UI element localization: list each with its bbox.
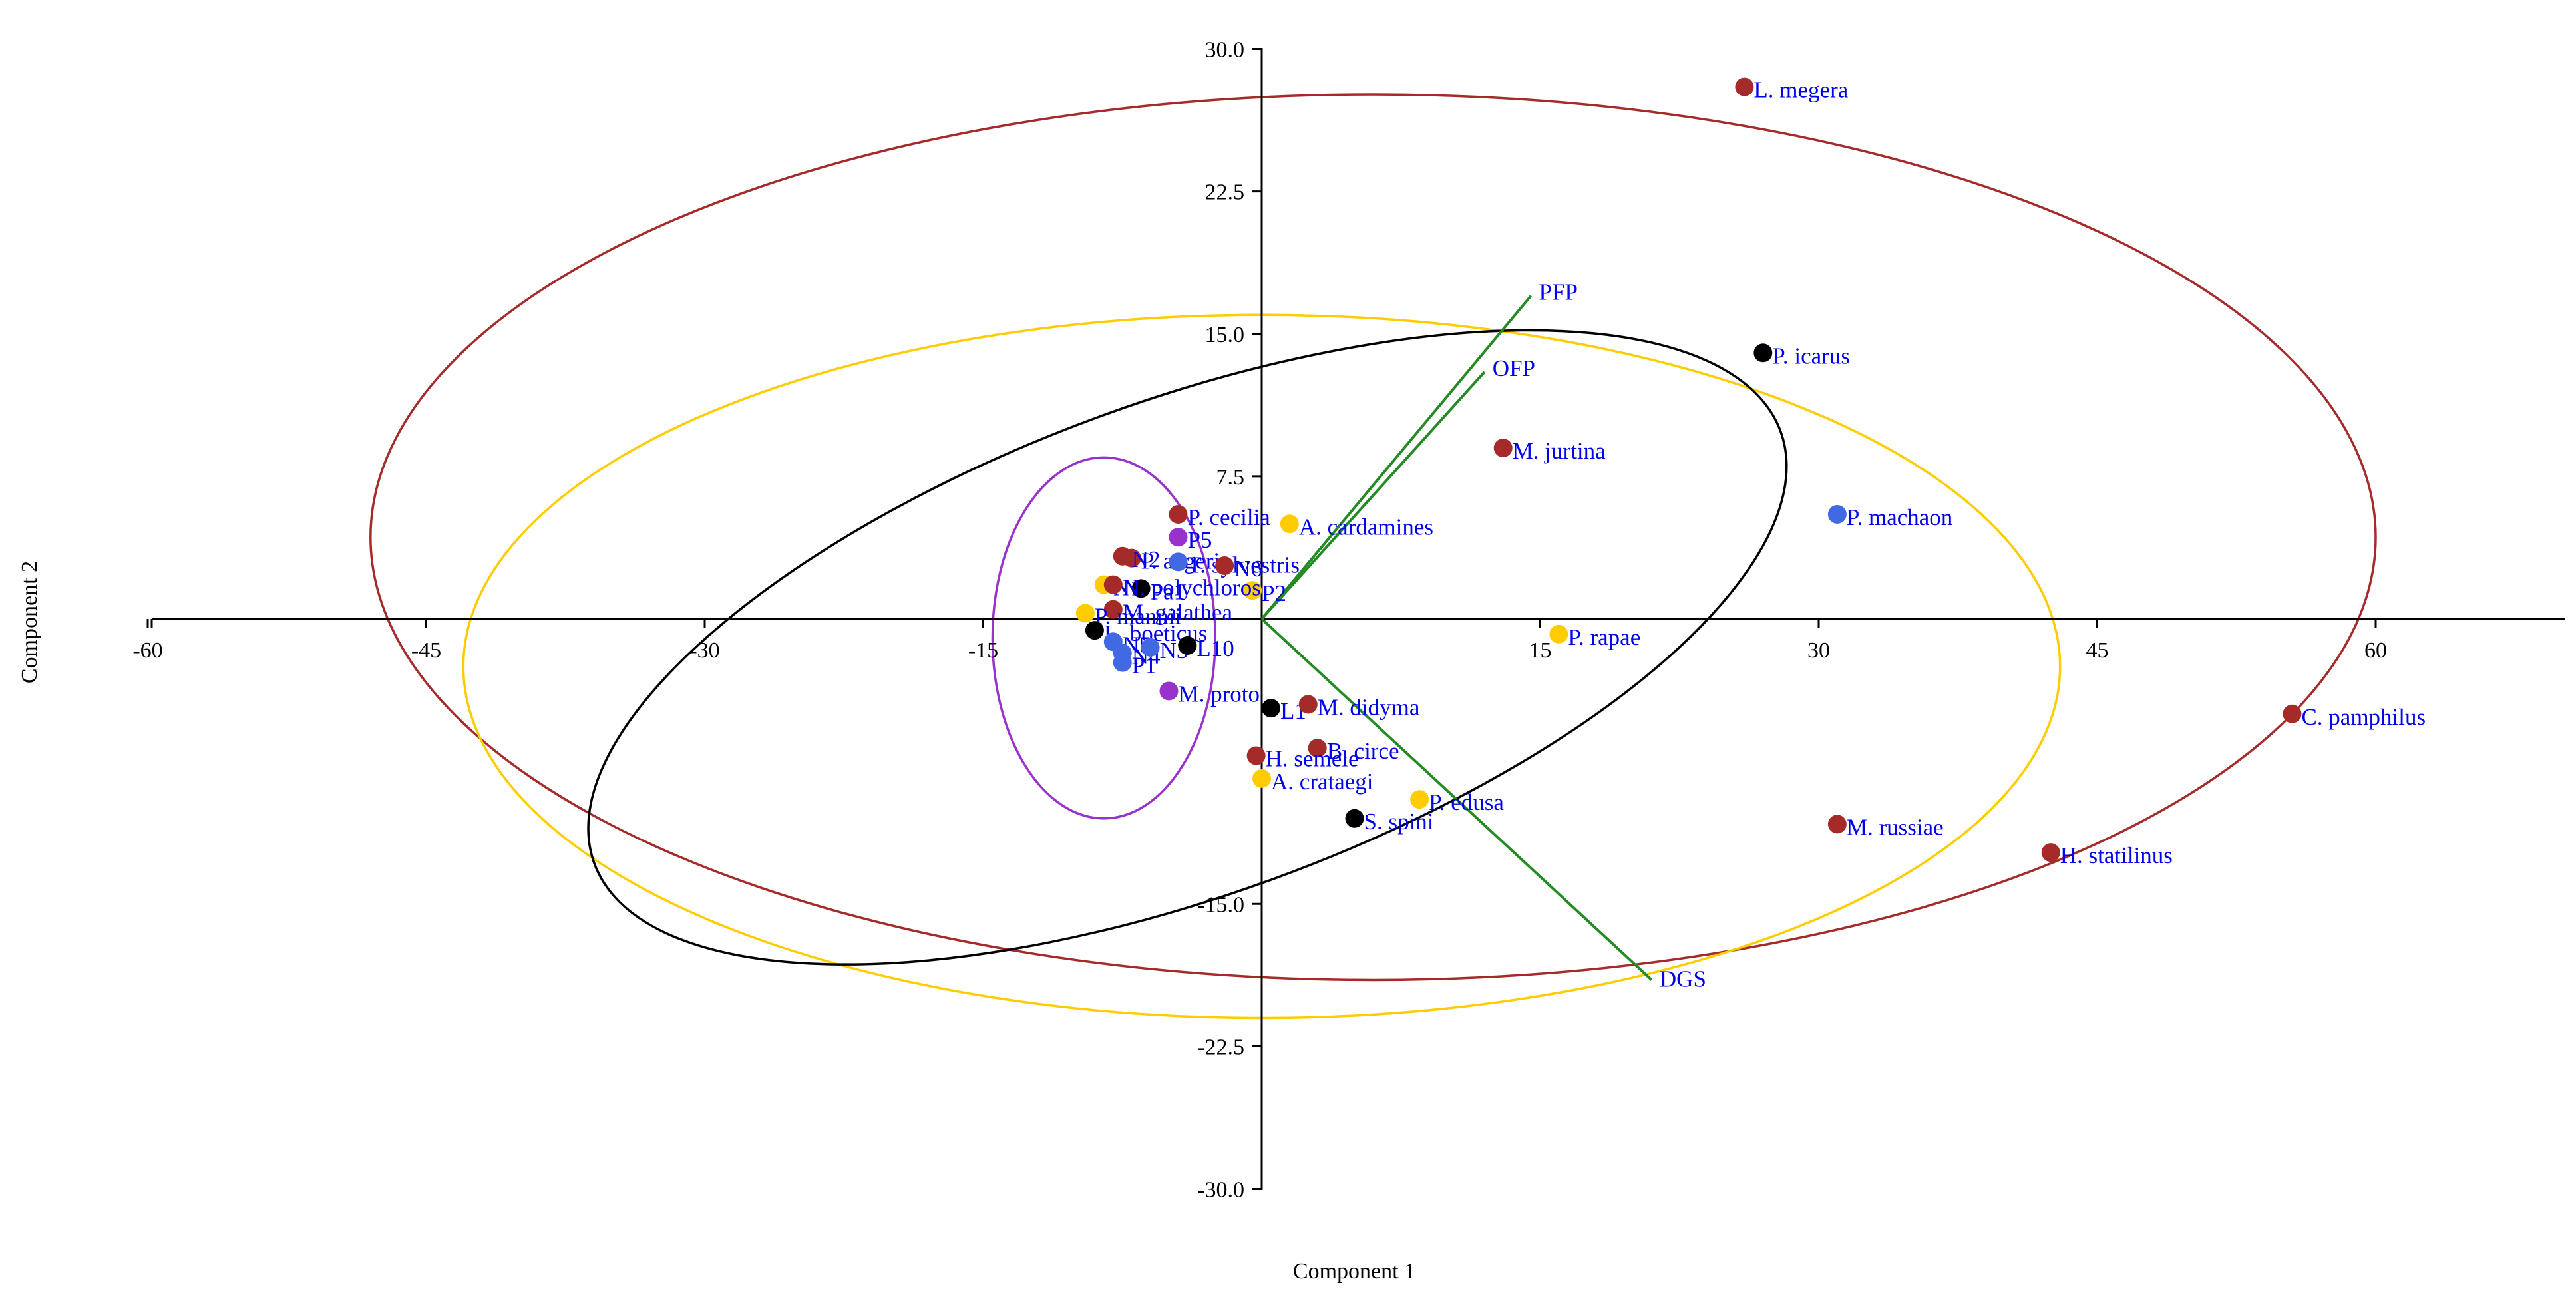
point-label-n2: N2 <box>1132 546 1161 572</box>
point-p5 <box>1169 528 1188 547</box>
point-m-galathea <box>1103 600 1123 619</box>
x-tick-label: -30 <box>689 638 719 663</box>
point-label-p-rapae: P. rapae <box>1568 624 1640 650</box>
point-label-h-statilinus: H. statilinus <box>2060 842 2173 868</box>
point-n6 <box>1215 556 1234 576</box>
point-label-s-spini: S. spini <box>1364 809 1434 835</box>
point-label-t-sylvestris: T. sylvestris <box>1187 552 1300 578</box>
point-a-crataegi <box>1252 769 1271 788</box>
y-axis-ticks: 30.0 22.5 15.0 7.5 -15.0 -22.5 -30.0 <box>1197 38 1262 1203</box>
point-label-n6: N6 <box>1234 556 1262 582</box>
x-tick-label: -60 <box>132 638 162 663</box>
y-axis-title: Component 2 <box>17 561 42 683</box>
axes <box>152 48 2565 1190</box>
point-n-polychloros <box>1103 575 1123 594</box>
point-c-pamphilus <box>2283 704 2302 723</box>
point-label-m-didyma: M. didyma <box>1318 694 1420 720</box>
point-label-b-circe: B. circe <box>1327 738 1399 764</box>
point-label-l-megera: L. megera <box>1753 77 1848 103</box>
point-label-m-proto: M. proto <box>1179 681 1260 707</box>
point-p2 <box>1243 581 1262 600</box>
x-axis-ticks: -60 -45 -30 -15 15 30 45 60 <box>132 619 2387 663</box>
point-label-pa1: Pa1 <box>1151 578 1186 604</box>
ellipse-red <box>369 93 2377 982</box>
y-tick-label: 30.0 <box>1205 38 1245 63</box>
y-tick-label: -22.5 <box>1197 1035 1244 1059</box>
point-b-circe <box>1308 739 1327 758</box>
x-axis-title: Component 1 <box>1293 1259 1415 1284</box>
x-tick-label: -15 <box>968 638 998 663</box>
point-m-didyma <box>1298 695 1318 714</box>
point-label-p1: P1 <box>1132 653 1157 679</box>
ellipse-black <box>587 329 1788 966</box>
point-label-p-icarus: P. icarus <box>1772 343 1850 369</box>
point-l10 <box>1178 636 1197 655</box>
point-h-semele <box>1246 746 1266 765</box>
point-l-boeticus <box>1085 621 1104 640</box>
loading-vector-pfp <box>1260 295 1533 620</box>
ellipse-purple <box>991 456 1216 820</box>
point-m-russiae <box>1827 815 1847 834</box>
y-tick-label: 7.5 <box>1216 465 1245 490</box>
point-m-proto <box>1159 681 1179 701</box>
y-tick-label: 22.5 <box>1205 180 1245 205</box>
point-label-p5: P5 <box>1187 527 1212 553</box>
point-label-p-cecilia: P. cecilia <box>1187 504 1270 530</box>
point-label-h-semele: H. semele <box>1266 746 1359 772</box>
loading-label-dgs: DGS <box>1660 966 1706 992</box>
loading-label-pfp: PFP <box>1539 280 1578 305</box>
point-p-rapae <box>1549 624 1568 644</box>
point-m-jurtina <box>1493 439 1513 458</box>
point-l1 <box>1261 699 1280 718</box>
point-s-spini <box>1345 809 1364 828</box>
loading-vectors: PFP OFP DGS <box>1260 280 1706 992</box>
point-h-statilinus <box>2041 843 2060 862</box>
x-tick-label: 15 <box>1529 638 1552 663</box>
point-pa1 <box>1131 579 1151 598</box>
point-label-m-russiae: M. russiae <box>1847 814 1944 840</box>
y-tick-label: 15.0 <box>1205 323 1245 347</box>
point-label-a-crataegi: A. crataegi <box>1271 769 1374 795</box>
point-n3 <box>1141 638 1160 657</box>
x-tick-label: 45 <box>2086 638 2109 663</box>
point-label-m-galathea: M. galathea <box>1123 600 1233 626</box>
point-p-edusa <box>1410 790 1429 809</box>
point-label-l10: L10 <box>1196 636 1234 661</box>
point-label-p2: P2 <box>1262 580 1286 606</box>
point-p1 <box>1113 653 1132 672</box>
point-p-mannii <box>1075 604 1095 623</box>
loading-vector-dgs <box>1260 618 1653 981</box>
point-l-megera <box>1735 77 1754 96</box>
loading-vector-ofp <box>1260 371 1486 620</box>
y-tick-label: -15.0 <box>1197 892 1244 917</box>
point-p-machaon <box>1827 504 1847 524</box>
point-label-a-cardamines: A. cardamines <box>1299 514 1433 540</box>
x-tick-label: 30 <box>1807 638 1830 663</box>
point-label-m-jurtina: M. jurtina <box>1513 438 1606 464</box>
confidence-ellipses <box>369 93 2377 1020</box>
point-label-p-mannii: P. mannii <box>1095 603 1182 629</box>
point-label-n-polychloros: N. polychloros <box>1123 575 1261 601</box>
point-label-c-pamphilus: C. pamphilus <box>2301 704 2426 730</box>
point-t-sylvestris <box>1169 552 1188 572</box>
point-p-cecilia <box>1169 504 1188 524</box>
x-tick-label: 60 <box>2364 638 2387 663</box>
point-p-icarus <box>1753 343 1773 363</box>
x-tick-label: -45 <box>411 638 441 663</box>
loading-label-ofp: OFP <box>1493 355 1535 381</box>
point-a-cardamines <box>1280 514 1299 534</box>
point-label-p-edusa: P. edusa <box>1429 789 1504 815</box>
y-tick-label: -30.0 <box>1197 1178 1244 1203</box>
point-n2 <box>1113 546 1132 566</box>
point-label-p-machaon: P. machaon <box>1847 504 1952 530</box>
